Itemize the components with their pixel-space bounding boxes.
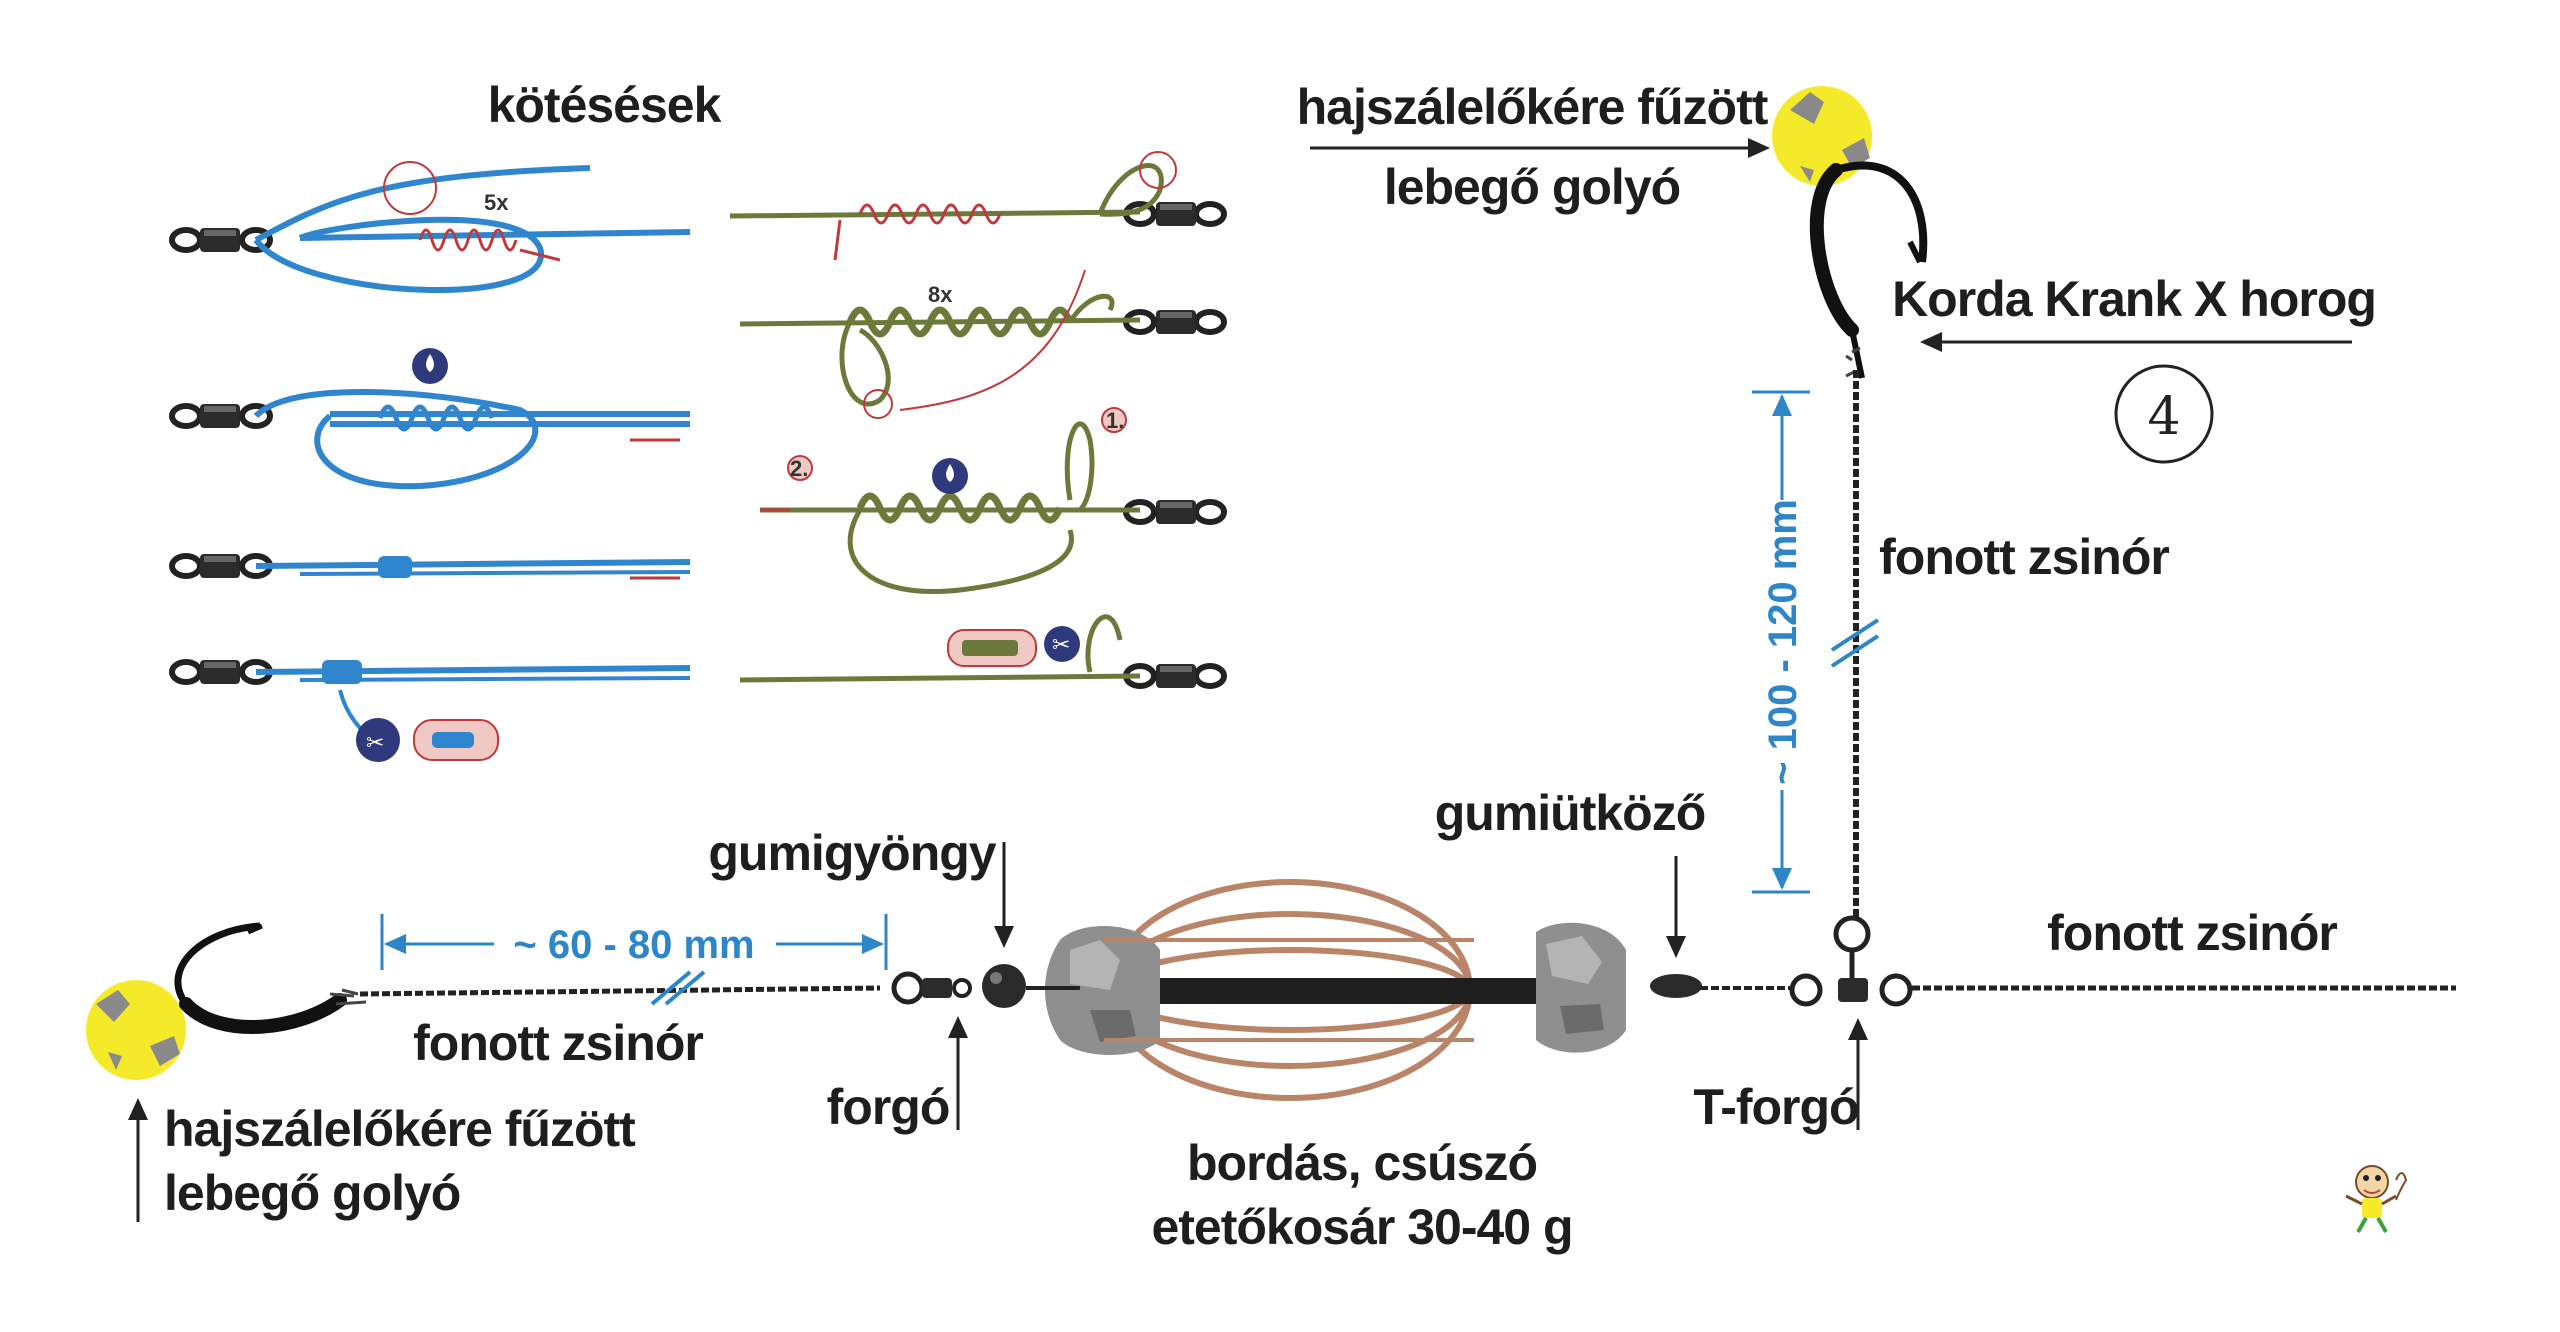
knot-step-5 [729,151,1224,261]
rubber-bead [982,964,1026,1008]
main-rig [86,879,2456,1101]
feeder-label-line1: bordás, csúszó [1187,1135,1537,1191]
upper-length-label: ~ 100 - 120 mm [1761,499,1805,785]
step-one-label: 1. [1106,408,1124,433]
step-number: 4 [2147,387,2180,447]
knot-step-2 [172,348,690,490]
top-float-label-line2: lebegő golyó [1384,159,1680,215]
step-number-badge [2114,364,2214,464]
knot-step-7: 1. 2. [760,407,1224,594]
knot-illustrations-green: 8x 1. 2. ✂ [729,151,1224,688]
upper-braid-label: fonott zsinór [1879,529,2169,585]
upper-hook-assembly [1772,86,1928,920]
knot-step-3 [172,554,691,578]
main-braid-label: fonott zsinór [2047,905,2337,961]
step-two-label: 2. [790,456,808,481]
top-float-label-line1: hajszálelőkére fűzött [1297,79,1769,135]
mascot-logo [2345,1165,2408,1233]
knots-title: kötésések [488,77,722,133]
lower-length-label: ~ 60 - 80 mm [513,923,754,967]
hook-name-label: Korda Krank X horog [1892,271,2376,327]
knot-step-6: 8x [739,269,1224,419]
svg-text:✂: ✂ [366,730,384,755]
knot-step-1: 5x [172,161,691,293]
knot-illustrations-blue: 5x ✂ [172,161,691,762]
turns-label-5x: 5x [484,190,509,215]
bottom-float-label-line1: hajszálelőkére fűzött [164,1101,636,1157]
lower-braid-label: fonott zsinór [413,1015,703,1071]
swivel-label: forgó [827,1079,950,1135]
rubber-buffer [1650,974,1702,998]
feeder-label-line2: etetőkosár 30-40 g [1151,1199,1572,1255]
float-ball-bottom [86,980,186,1080]
turns-label-8x: 8x [928,282,953,307]
lower-length-dimension: ~ 60 - 80 mm [380,914,888,970]
bottom-float-label-line2: lebegő golyó [164,1165,460,1221]
buffer-label: gumiütköző [1435,785,1706,841]
svg-text:✂: ✂ [1052,632,1070,657]
bead-label: gumigyöngy [708,825,996,881]
t-swivel-label: T-forgó [1693,1079,1858,1135]
scissors-icon-2 [1044,626,1080,662]
knot-step-4: ✂ [172,660,691,762]
upper-length-dimension: ~ 100 - 120 mm [1752,390,1810,894]
knot-step-8: ✂ [739,614,1224,688]
feeder-cage [1045,879,1626,1101]
scissors-icon [356,718,400,762]
